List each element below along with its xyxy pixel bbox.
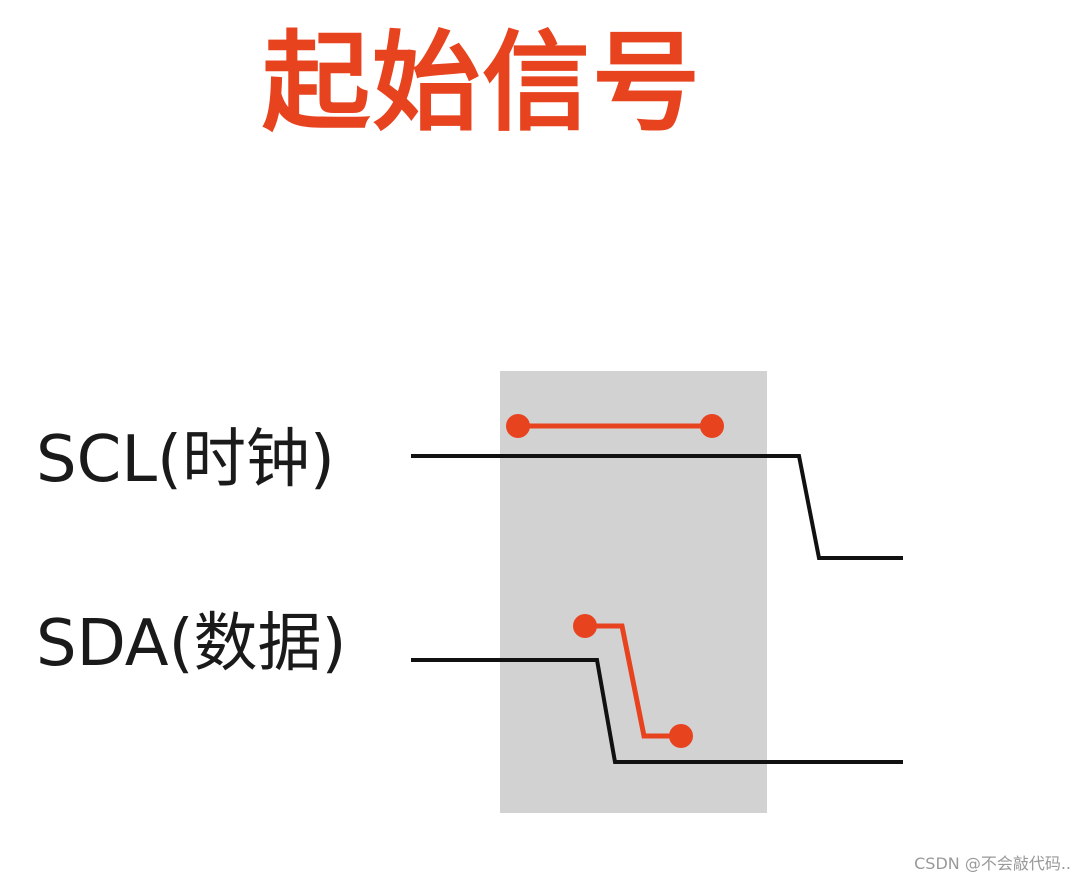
scl-label: SCL(时钟) [36,423,335,497]
scl-waveform [411,454,903,560]
scl-marker-start-dot [506,414,530,438]
sda-label: SDA(数据) [36,607,347,681]
sda-marker-end-dot [669,724,693,748]
sda-waveform [411,658,903,764]
start-condition-region [500,371,767,813]
sda-marker-start-dot [573,614,597,638]
diagram-title: 起始信号 [262,21,703,146]
sda-falling-marker [585,623,681,739]
scl-marker-end-dot [700,414,724,438]
watermark: CSDN @不会敲代码.. [914,854,1071,873]
